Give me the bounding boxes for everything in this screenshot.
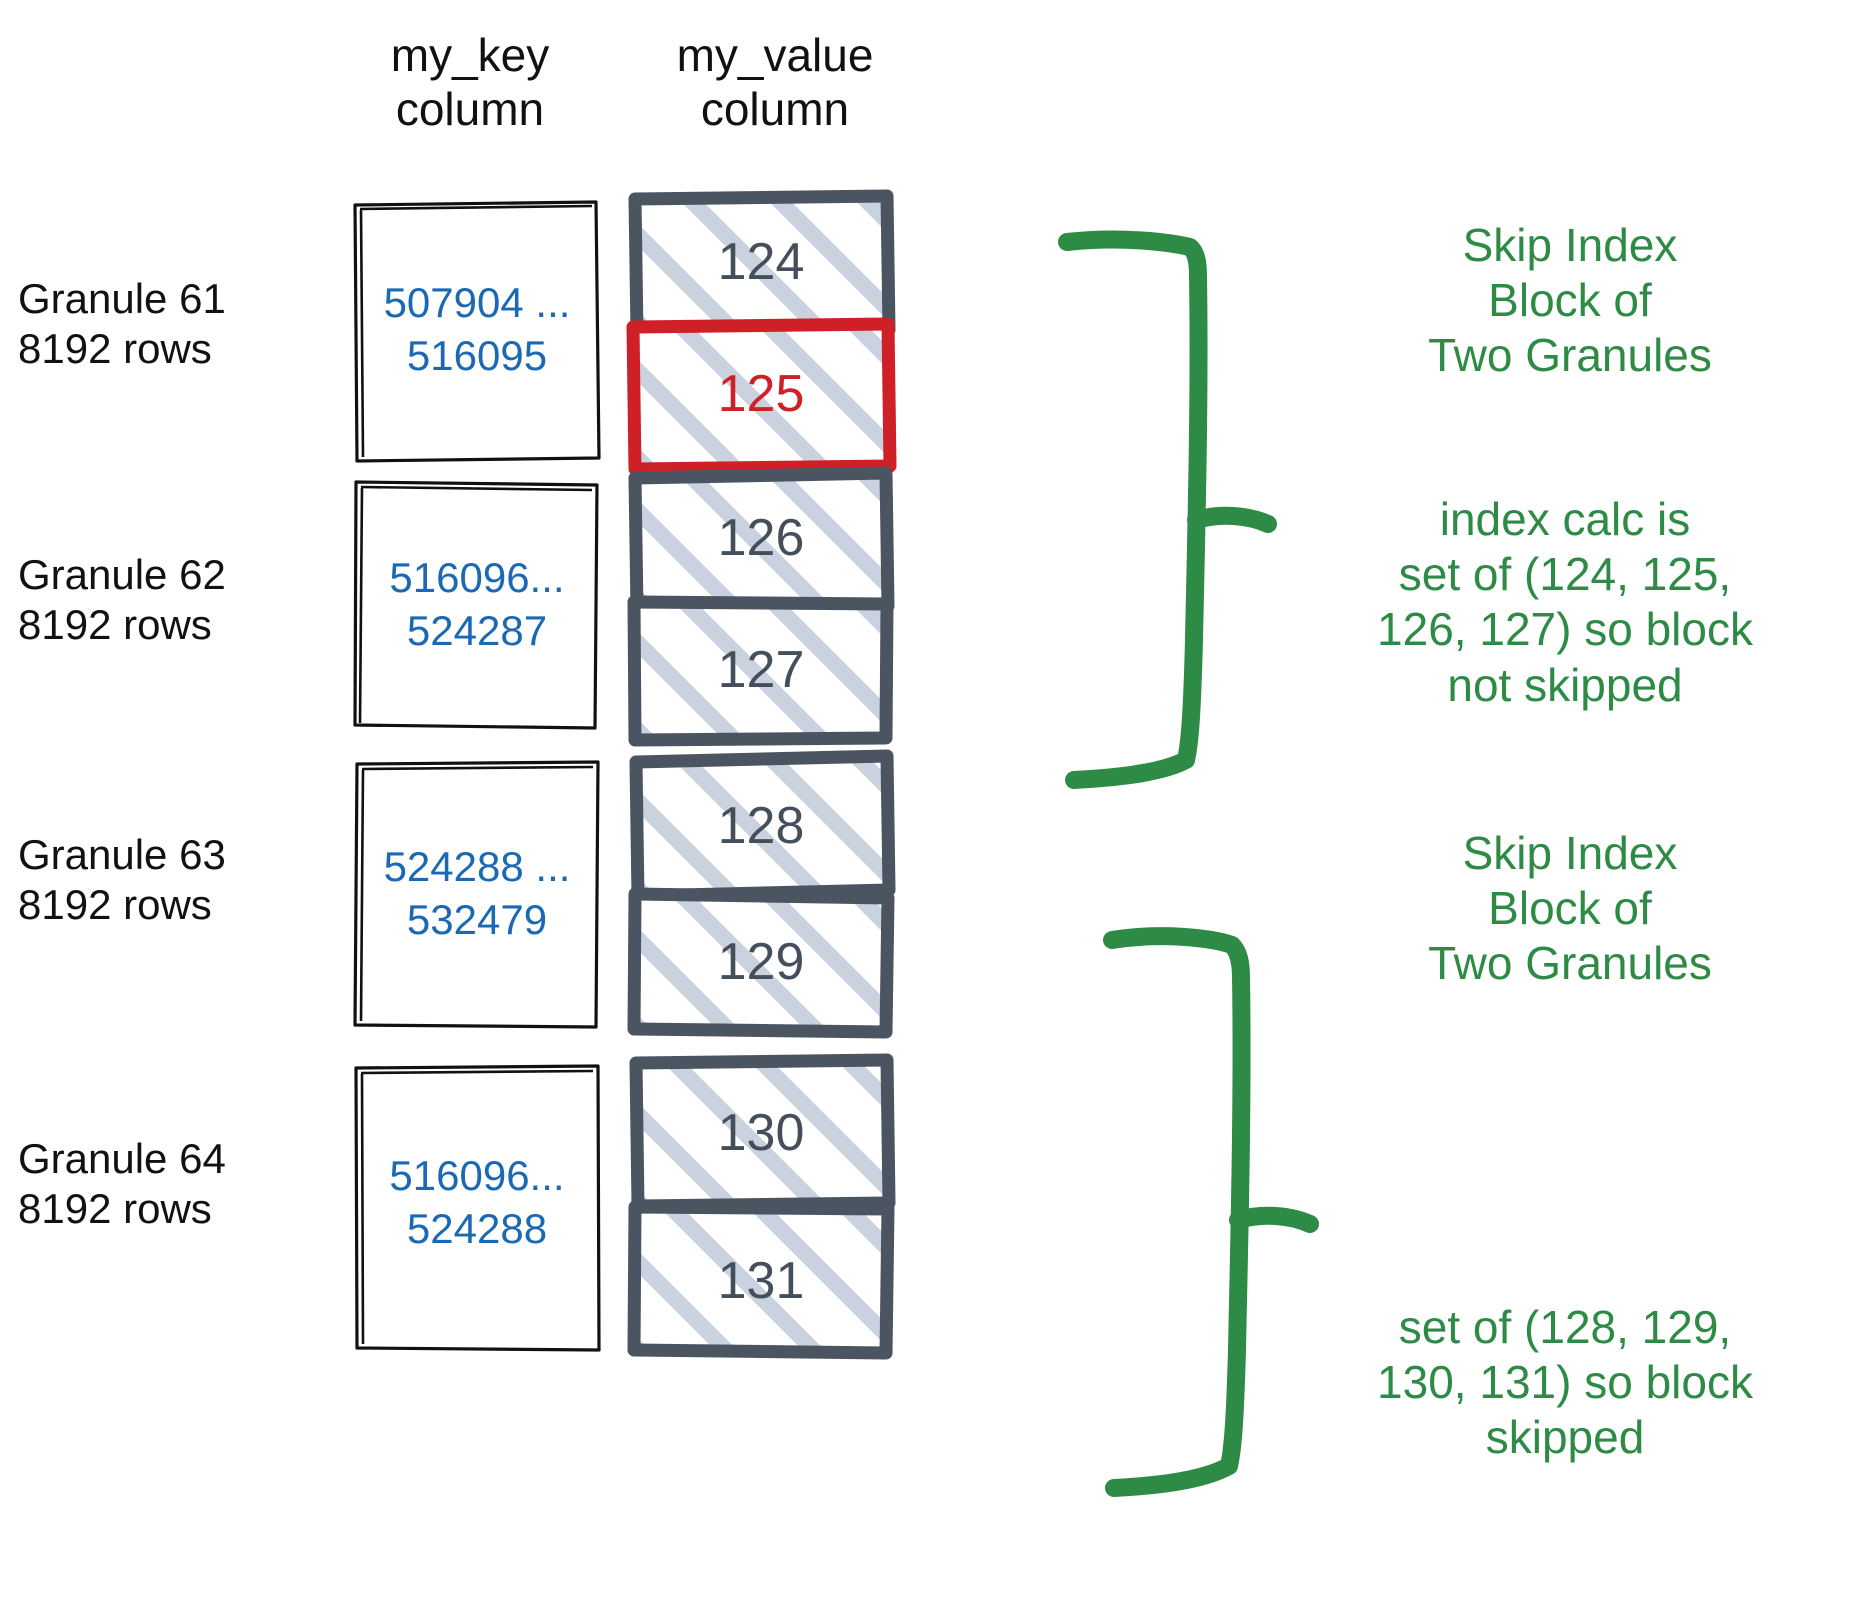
value-group-granule-61: 124 125 bbox=[626, 189, 897, 476]
value-cell-128: 128 bbox=[629, 749, 896, 903]
value-cell-131: 131 bbox=[627, 1200, 895, 1360]
my-key-column-header: my_key column bbox=[390, 29, 550, 136]
key-range-granule-63: 524288 ... 532479 bbox=[383, 843, 571, 943]
value-text-125: 125 bbox=[717, 365, 805, 423]
value-group-granule-64: 130 131 bbox=[627, 1053, 896, 1360]
annotation-block-2-title: Skip Index Block of Two Granules bbox=[1428, 827, 1712, 990]
granule-label-62: Granule 62 8192 rows bbox=[18, 551, 226, 649]
hatch-fill bbox=[632, 328, 890, 464]
key-range-granule-62: 516096... 524287 bbox=[389, 554, 565, 654]
value-cell-125: 125 bbox=[626, 317, 897, 476]
hatch-fill bbox=[632, 758, 890, 894]
value-group-granule-62: 126 127 bbox=[627, 466, 895, 747]
bracket-block-1 bbox=[1058, 230, 1208, 789]
key-box-granule-63: 524288 ... 532479 bbox=[352, 759, 602, 1031]
granule-label-63: Granule 63 8192 rows bbox=[18, 831, 226, 929]
value-group-granule-63: 128 129 bbox=[627, 749, 896, 1039]
key-box-granule-64: 516096... 524288 bbox=[352, 1062, 602, 1354]
bracket-block-2 bbox=[1103, 927, 1251, 1497]
key-range-granule-61: 507904 ... 516095 bbox=[383, 279, 571, 379]
bracket-tick-1 bbox=[1187, 506, 1277, 533]
value-text-128: 128 bbox=[717, 797, 805, 855]
granule-label-61: Granule 61 8192 rows bbox=[18, 275, 226, 373]
hatch-fill bbox=[632, 198, 890, 328]
hatch-fill bbox=[632, 1207, 890, 1355]
value-cell-129: 129 bbox=[627, 887, 895, 1039]
value-cell-127: 127 bbox=[627, 595, 894, 747]
key-box-granule-62: 516096... 524287 bbox=[352, 478, 602, 732]
value-cell-130: 130 bbox=[629, 1053, 896, 1213]
granule-label-64: Granule 64 8192 rows bbox=[18, 1135, 226, 1233]
value-cell-124: 124 bbox=[628, 189, 896, 340]
hatch-fill bbox=[632, 1061, 890, 1207]
annotation-block-2-detail: set of (128, 129, 130, 131) so block ski… bbox=[1377, 1301, 1753, 1464]
hatch-fill bbox=[632, 894, 890, 1032]
bracket-tick-2 bbox=[1229, 1206, 1319, 1233]
key-box-granule-61: 507904 ... 516095 bbox=[352, 199, 602, 463]
hatch-fill bbox=[632, 604, 890, 736]
value-cell-126: 126 bbox=[628, 466, 895, 617]
annotation-block-1-title: Skip Index Block of Two Granules bbox=[1428, 219, 1712, 382]
annotation-block-1-detail: index calc is set of (124, 125, 126, 127… bbox=[1377, 493, 1753, 711]
value-text-127: 127 bbox=[717, 641, 805, 699]
value-text-126: 126 bbox=[717, 509, 805, 567]
value-text-124: 124 bbox=[717, 233, 805, 291]
value-text-130: 130 bbox=[717, 1104, 805, 1162]
value-text-129: 129 bbox=[717, 933, 805, 991]
value-text-131: 131 bbox=[717, 1252, 805, 1310]
my-value-column-header: my_value column bbox=[676, 29, 874, 136]
hatch-fill bbox=[632, 476, 890, 604]
key-range-granule-64: 516096... 524288 bbox=[389, 1152, 565, 1252]
